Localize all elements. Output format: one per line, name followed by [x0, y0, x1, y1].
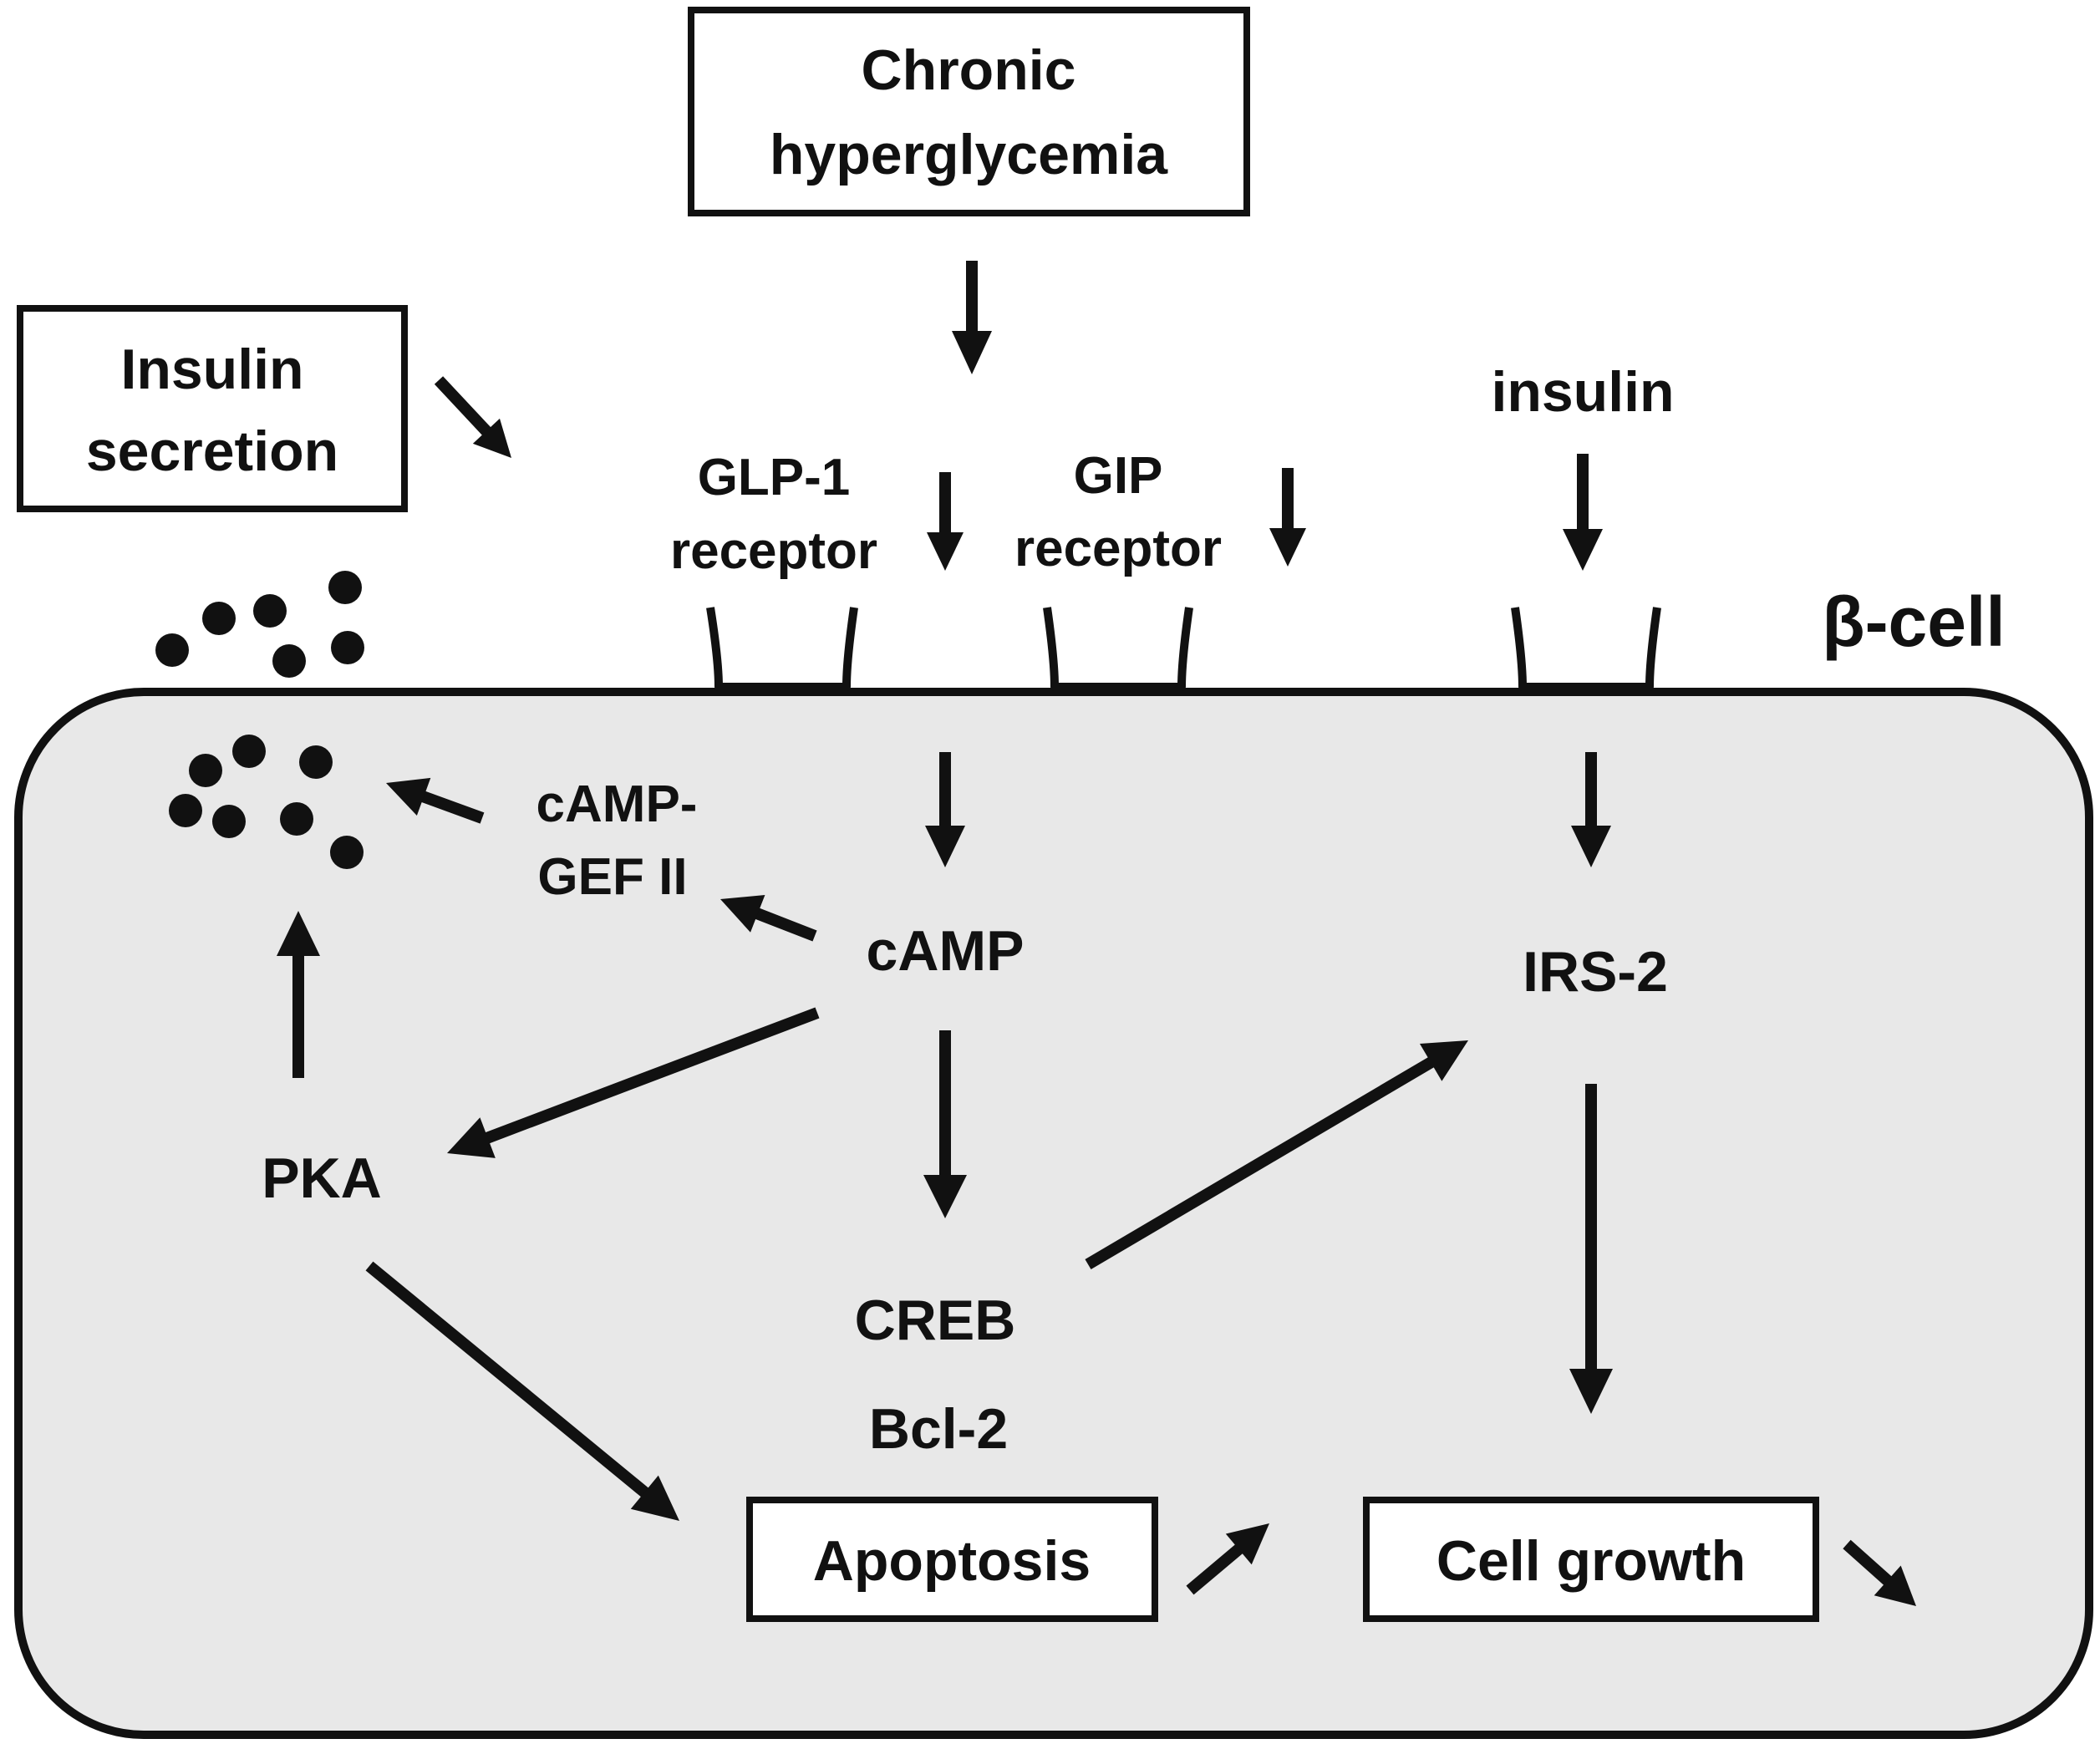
- arrow-creb-to-irs2: [1085, 1040, 1468, 1270]
- arrow-insulin-receptor-to-irs2: [1571, 752, 1611, 867]
- cell-growth-label: Cell growth: [1436, 1529, 1746, 1593]
- arrow-cell-growth-decrease: [1843, 1539, 1916, 1606]
- arrow-gip-receptor-decrease: [1269, 468, 1306, 567]
- arrow-glp1-receptor-decrease: [927, 472, 964, 571]
- irs2-label: IRS-2: [1523, 940, 1668, 1004]
- glp1-receptor-label-line2: receptor: [670, 522, 877, 580]
- gip-receptor-label-line1: GIP: [1074, 447, 1163, 505]
- bcl2-label: Bcl-2: [869, 1397, 1008, 1461]
- secreted-insulin-granule: [155, 633, 189, 667]
- glp1-receptor-label-line1: GLP-1: [698, 449, 851, 506]
- apoptosis-box: [746, 1497, 1158, 1622]
- secreted-insulin-granule: [328, 571, 362, 604]
- intracellular-insulin-granule: [299, 745, 333, 779]
- chronic-hyperglycemia-line2: hyperglycemia: [770, 123, 1168, 186]
- arrow-camp-to-camp-gef: [720, 895, 817, 942]
- arrow-insulin-secretion-decrease: [434, 376, 511, 458]
- secreted-insulin-granule: [272, 644, 306, 678]
- intracellular-insulin-granule: [232, 735, 266, 768]
- insulin-secretion-line2: secretion: [86, 419, 338, 483]
- insulin-receptor-shape: [1511, 607, 1661, 691]
- secreted-insulin-granule: [253, 594, 287, 628]
- glp1-receptor-shape: [706, 607, 858, 691]
- chronic-hyperglycemia-box: [688, 7, 1250, 216]
- cell-growth-box: [1363, 1497, 1819, 1622]
- secreted-insulin-granule: [202, 602, 236, 635]
- intracellular-insulin-granule: [280, 802, 313, 836]
- granule-group: [155, 571, 364, 869]
- creb-label: CREB: [855, 1289, 1016, 1352]
- insulin-secretion-line1: Insulin: [120, 338, 303, 401]
- intracellular-insulin-granule: [330, 836, 364, 869]
- intracellular-insulin-granule: [169, 794, 202, 827]
- gip-receptor-shape: [1043, 607, 1193, 691]
- insulin-secretion-box: [17, 305, 408, 512]
- arrow-camp-gef-to-granules: [386, 777, 485, 824]
- gip-receptor-label-line2: receptor: [1014, 520, 1222, 577]
- beta-cell-label: β-cell: [1822, 582, 2005, 661]
- arrow-hyperglycemia-down: [952, 261, 992, 374]
- arrow-pka-to-granules: [277, 911, 320, 1078]
- camp-gef-ii-label-line1: cAMP-: [536, 775, 698, 833]
- secreted-insulin-granule: [331, 631, 364, 664]
- insulin-ligand-label: insulin: [1491, 360, 1674, 424]
- camp-label: cAMP: [867, 919, 1025, 983]
- arrow-insulin-to-receptor: [1563, 454, 1603, 571]
- arrow-irs2-to-cell-growth: [1569, 1084, 1613, 1414]
- intracellular-insulin-granule: [212, 805, 246, 838]
- arrow-camp-to-pka: [447, 1007, 820, 1158]
- arrow-camp-to-creb: [923, 1030, 967, 1218]
- beta-cell-body: [14, 688, 2093, 1739]
- arrow-apoptosis-increase: [1186, 1523, 1269, 1595]
- camp-gef-ii-label-line2: GEF II: [537, 848, 687, 906]
- arrow-group: [277, 261, 1916, 1606]
- intracellular-insulin-granule: [189, 754, 222, 787]
- apoptosis-label: Apoptosis: [813, 1529, 1091, 1593]
- arrow-glp1-to-camp: [925, 752, 965, 867]
- pka-label: PKA: [262, 1147, 382, 1210]
- arrow-pka-to-apoptosis: [365, 1261, 679, 1521]
- chronic-hyperglycemia-line1: Chronic: [862, 38, 1076, 102]
